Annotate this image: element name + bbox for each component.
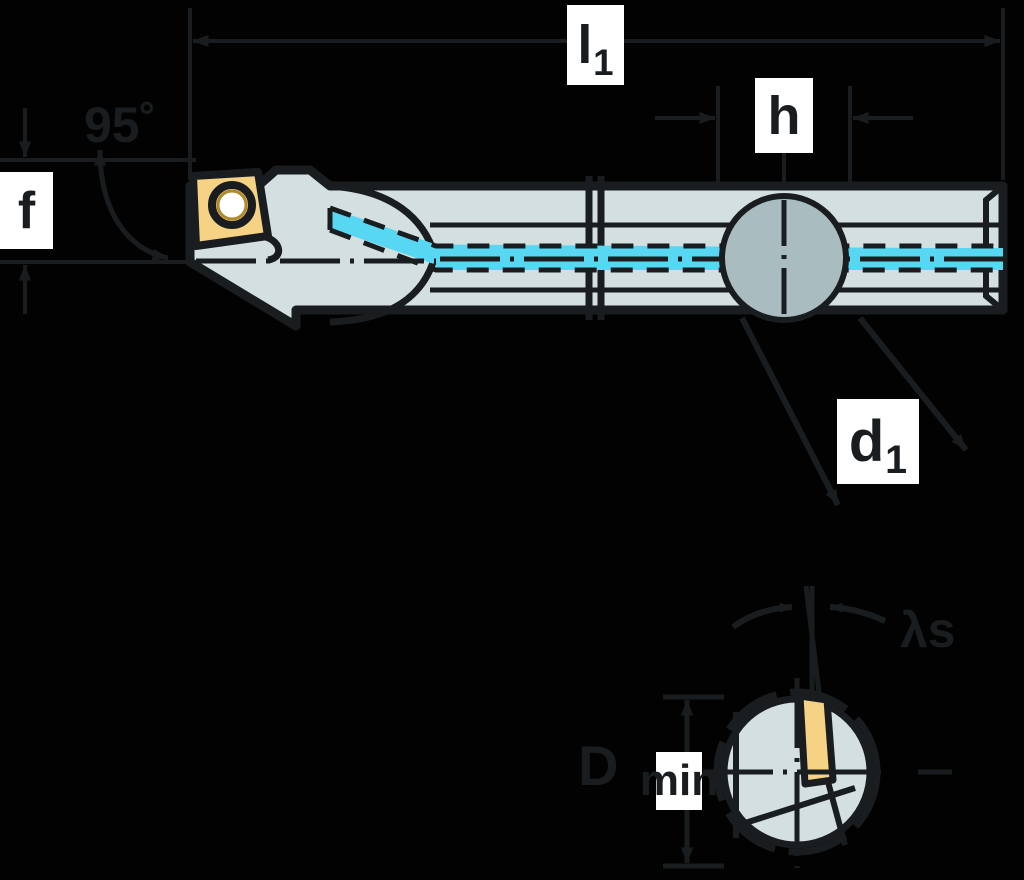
label-dmin-d-text: D [578,734,619,797]
dimension-lambda-s [731,585,887,701]
label-f-text: f [17,181,36,240]
label-dmin-suffix: min [640,752,718,810]
label-h: h [755,78,813,153]
center-cross-front [703,678,952,868]
label-f: f [0,172,53,249]
label-lambda-s: λs [900,605,956,655]
label-d1-text: d [848,408,885,474]
label-95-deg: 95˚ [84,100,156,150]
side-view [0,8,1008,507]
label-h-text: h [767,85,801,146]
label-l1-text: l [577,15,593,75]
label-l1-subscript: 1 [593,42,614,84]
coolant-channel [326,205,1004,273]
label-dmin-min-text: min [639,756,719,805]
label-lambda-s-text: λs [900,602,956,658]
dimension-d1 [739,316,969,507]
cutting-insert-front [796,692,837,788]
coolant-hole-circle [719,193,849,323]
label-95-deg-text: 95˚ [84,97,157,153]
cutting-insert-side [189,168,282,264]
front-view [663,585,952,869]
label-d1-subscript: 1 [885,438,908,483]
label-dmin-prefix: D [578,738,618,794]
dimension-95-degree [94,149,169,261]
